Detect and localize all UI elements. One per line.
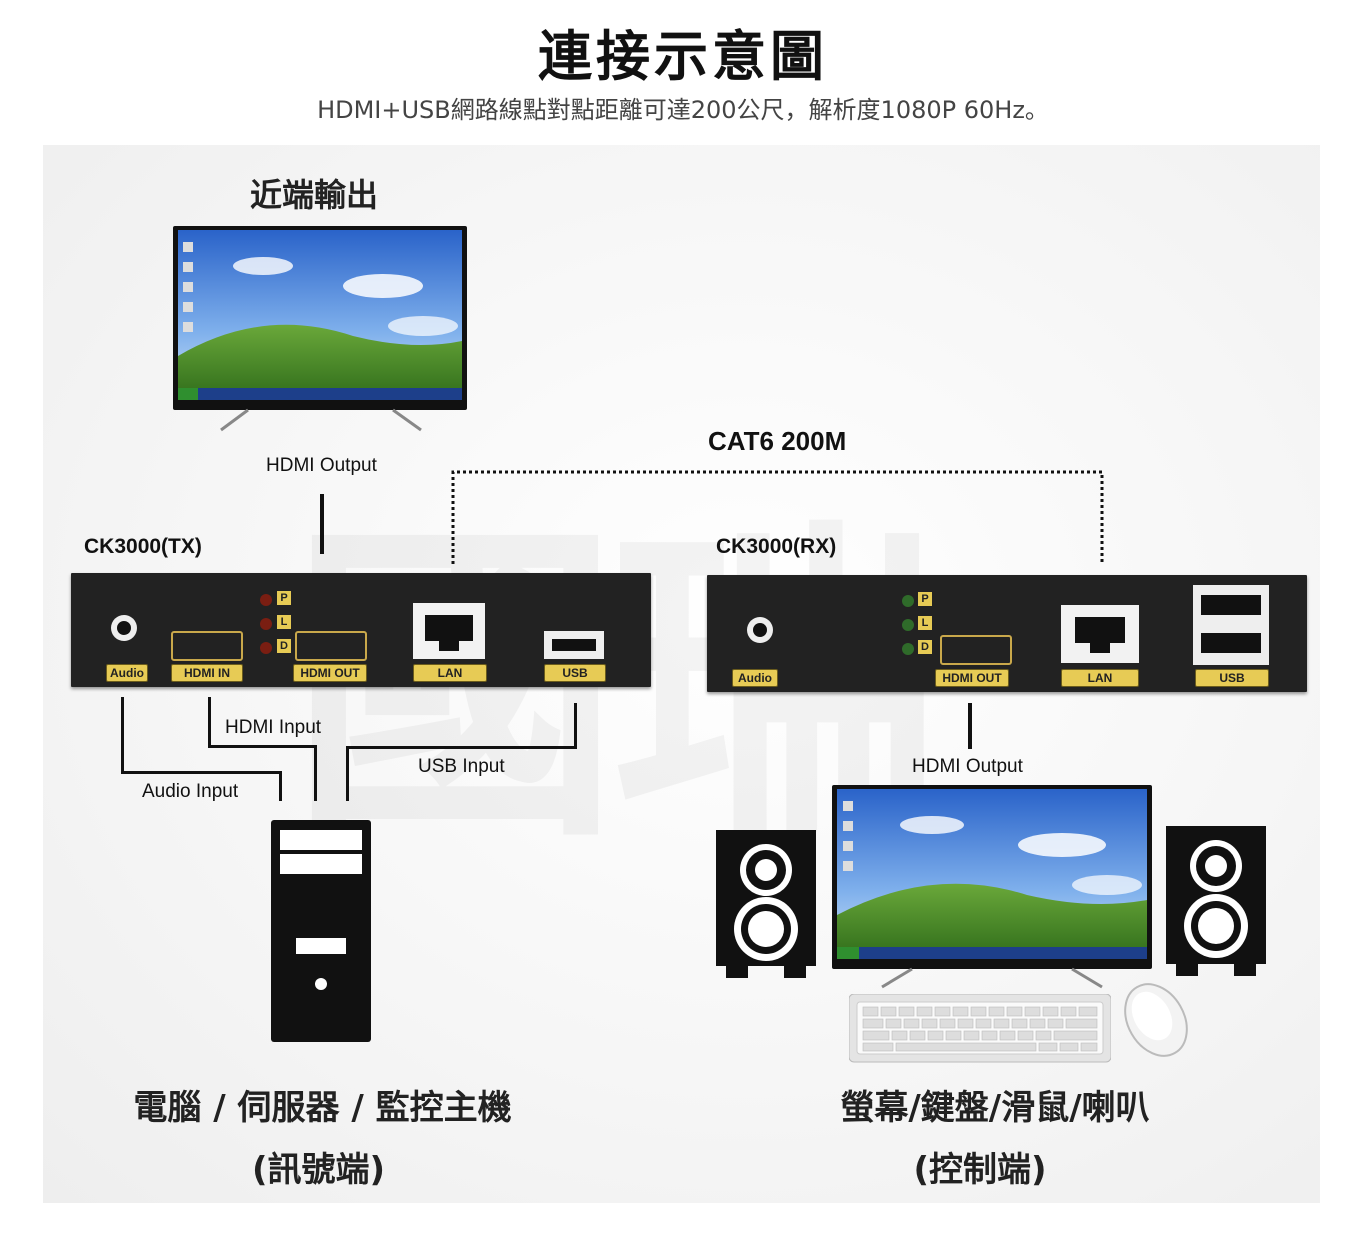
hdmi-input-wire-h [208, 745, 317, 748]
rx-led-data [902, 643, 914, 655]
tx-lan-port[interactable] [413, 603, 485, 659]
tx-led-label-p: P [277, 591, 291, 605]
right-caption-line1: 螢幕/鍵盤/滑鼠/喇叭 [840, 1088, 1150, 1128]
page-title: 連接示意圖 [538, 25, 828, 88]
hdmi-input-label: HDMI Input [225, 717, 322, 738]
rx-hdmi-output-wire [968, 703, 972, 749]
rx-led-link [902, 619, 914, 631]
rx-audio-jack[interactable] [747, 617, 773, 643]
rx-led-label-d: D [918, 640, 932, 654]
cat6-link-line [451, 470, 1104, 564]
rx-hdmi-out-tag: HDMI OUT [935, 669, 1009, 687]
tx-led-label-l: L [277, 615, 291, 629]
hdmi-input-wire-v2 [314, 745, 317, 801]
tx-device: Audio HDMI IN P L D HDMI OUT LAN USB [71, 573, 651, 687]
tx-led-power [260, 594, 272, 606]
left-caption-line2: (訊號端) [251, 1150, 386, 1190]
tx-hdmi-out-tag: HDMI OUT [293, 664, 367, 682]
rx-led-power [902, 595, 914, 607]
tx-usb-tag: USB [544, 664, 606, 682]
rx-lan-tag: LAN [1061, 669, 1139, 687]
tx-led-label-d: D [277, 639, 291, 653]
rx-device-name: CK3000(RX) [716, 535, 837, 558]
tx-usb-port[interactable] [544, 631, 604, 659]
rx-hdmi-out-port[interactable] [940, 635, 1012, 665]
rx-led-label-l: L [918, 616, 932, 630]
usb-input-label: USB Input [418, 756, 505, 777]
pc-tower-icon [271, 820, 371, 1042]
near-end-heading: 近端輸出 [250, 176, 379, 214]
audio-input-label: Audio Input [142, 781, 239, 802]
tx-hdmi-in-port[interactable] [171, 631, 243, 661]
mouse-icon [1122, 980, 1190, 1060]
left-caption-line1: 電腦 / 伺服器 / 監控主機 [133, 1088, 512, 1128]
usb-input-wire-v2 [346, 746, 349, 801]
tx-lan-tag: LAN [413, 664, 487, 682]
usb-input-wire-h [346, 746, 577, 749]
near-end-monitor [173, 226, 467, 432]
usb-input-wire-v1 [574, 703, 577, 749]
page-subtitle: HDMI+USB網路線點對點距離可達200公尺，解析度1080P 60Hz。 [317, 96, 1049, 124]
rx-lan-port[interactable] [1061, 605, 1139, 663]
tx-hdmi-output-label: HDMI Output [266, 455, 377, 476]
tx-led-link [260, 618, 272, 630]
rx-audio-tag: Audio [732, 669, 778, 687]
rx-hdmi-output-label: HDMI Output [912, 756, 1023, 777]
tx-hdmi-output-wire [320, 494, 324, 554]
left-speaker-icon [716, 830, 816, 978]
tx-hdmi-out-port[interactable] [295, 631, 367, 661]
tx-audio-tag: Audio [106, 664, 148, 682]
tx-audio-jack[interactable] [111, 615, 137, 641]
monitor-graphic [173, 226, 467, 432]
cat6-label: CAT6 200M [708, 426, 847, 456]
tx-device-name: CK3000(TX) [84, 535, 202, 558]
right-caption-line2: (控制端) [913, 1150, 1047, 1190]
far-end-monitor [832, 785, 1152, 990]
audio-wire-h [121, 771, 282, 774]
audio-wire-v1 [121, 697, 124, 773]
keyboard-icon [848, 993, 1112, 1066]
rx-device: Audio P L D HDMI OUT LAN USB [707, 575, 1307, 692]
tx-hdmi-in-tag: HDMI IN [171, 664, 243, 682]
rx-led-label-p: P [918, 592, 932, 606]
right-speaker-icon [1166, 826, 1266, 976]
rx-usb-ports[interactable] [1193, 585, 1269, 665]
rx-usb-tag: USB [1195, 669, 1269, 687]
tx-led-data [260, 642, 272, 654]
hdmi-input-wire-v1 [208, 697, 211, 747]
audio-wire-v2 [279, 771, 282, 801]
